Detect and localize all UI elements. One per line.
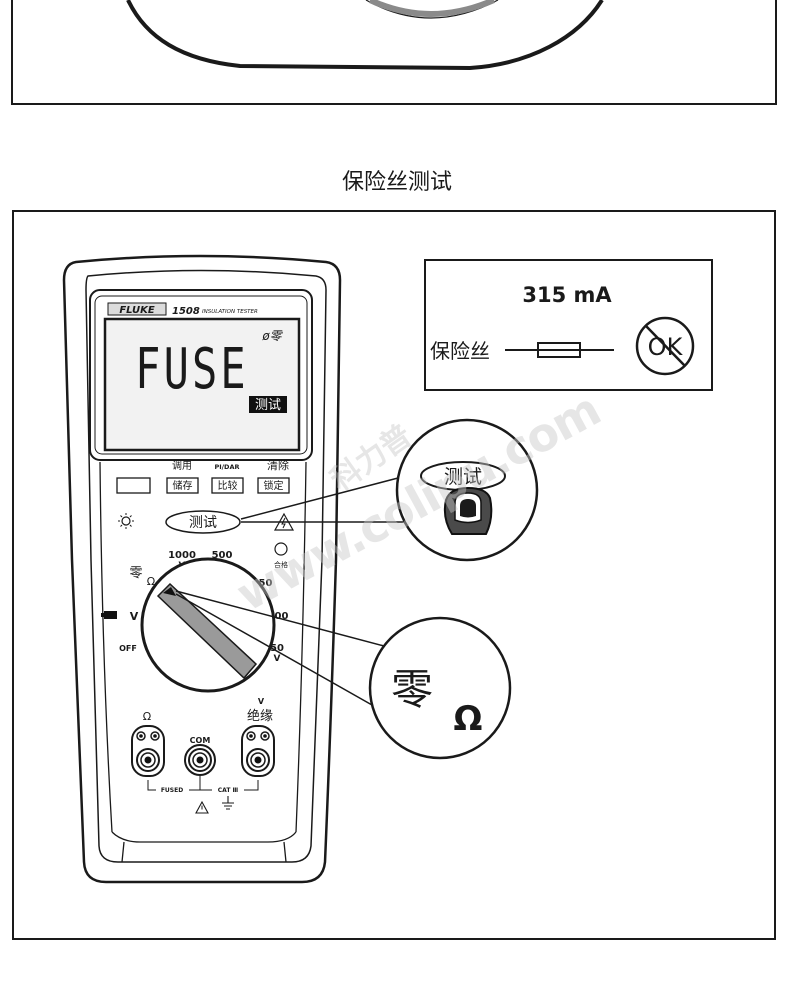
test-button-callout-lines bbox=[240, 477, 405, 523]
dial-label-1000: 1000 bbox=[168, 550, 196, 561]
figure-title: 保险丝测试 bbox=[342, 170, 452, 195]
warning-icon bbox=[195, 800, 209, 814]
pass-indicator-label: 合格 bbox=[274, 560, 288, 569]
previous-meter-outline bbox=[126, 0, 604, 71]
dial-label-off: OFF bbox=[119, 644, 137, 653]
meter-body bbox=[85, 269, 327, 863]
dial-label-ohm: Ω bbox=[147, 575, 155, 588]
meter-bottom-ledge bbox=[111, 831, 297, 843]
lock-button bbox=[257, 477, 290, 494]
cat-rating-label: CAT Ⅲ bbox=[218, 787, 239, 794]
store-button bbox=[166, 477, 199, 494]
fuse-symbol bbox=[505, 342, 614, 358]
dial-label-250: 250 bbox=[252, 578, 273, 589]
dial-label-500: 500 bbox=[212, 550, 233, 561]
not-ok-icon: OK bbox=[635, 316, 695, 376]
recall-label: 调用 bbox=[172, 460, 192, 472]
lcd-mode-label: 测试 bbox=[255, 398, 281, 413]
model-description: INSULATION TESTER bbox=[202, 309, 258, 315]
com-input-jack bbox=[184, 744, 216, 776]
meter-left-groove bbox=[99, 461, 113, 833]
previous-meter-arc bbox=[368, 0, 496, 17]
dial-pointer-tip bbox=[163, 587, 176, 596]
jack-label-ohm: Ω bbox=[143, 710, 151, 723]
test-callout-label: 测试 bbox=[444, 466, 482, 488]
fused-label: FUSED bbox=[161, 787, 183, 794]
lcd-reading: FUSE bbox=[135, 336, 249, 402]
compare-button bbox=[211, 477, 244, 494]
previous-figure-frame bbox=[11, 0, 777, 105]
lcd-zero-indicator: ø零 bbox=[261, 329, 283, 343]
insulation-input-jack bbox=[241, 725, 275, 777]
jack-bracket-lines bbox=[147, 776, 259, 791]
dial-label-battery-volt: V bbox=[130, 610, 139, 623]
figure-frame bbox=[12, 210, 776, 940]
brand-logo-box bbox=[107, 302, 167, 316]
fuse-rating: 315 mA bbox=[522, 283, 612, 307]
store-button-label: 储存 bbox=[173, 479, 193, 492]
dial-callout-circle bbox=[368, 616, 512, 760]
blank-button bbox=[116, 477, 151, 494]
compare-button-label: 比较 bbox=[218, 479, 238, 492]
battery-icon bbox=[101, 611, 117, 619]
dial-callout-zero: 零 bbox=[391, 665, 433, 714]
ground-icon bbox=[222, 796, 234, 810]
display-bezel-inner bbox=[94, 295, 308, 455]
fuse-panel: 315 mA 保险丝 OK bbox=[424, 259, 713, 391]
backlight-icon bbox=[118, 513, 134, 529]
dial-label-50: 50 bbox=[270, 643, 284, 654]
dial-pointer bbox=[156, 582, 258, 680]
lcd-screen bbox=[103, 317, 301, 452]
previous-figure-border bbox=[11, 0, 777, 105]
meter-right-groove bbox=[295, 461, 307, 833]
multimeter: FLUKE 1508 INSULATION TESTER FUSE ø零 测试 … bbox=[62, 254, 342, 884]
dial-callout-ohm: Ω bbox=[454, 699, 483, 739]
ohm-input-jack bbox=[131, 725, 165, 777]
dial-callout-lines bbox=[175, 590, 385, 706]
pass-indicator-icon bbox=[274, 542, 288, 556]
dial-label-zero: 零 bbox=[129, 566, 142, 581]
fuse-label: 保险丝 bbox=[430, 339, 490, 363]
model-number: 1508 bbox=[172, 306, 200, 317]
jack-label-volt: V bbox=[258, 697, 265, 706]
dial-label-50-unit: V bbox=[274, 654, 281, 664]
finger-icon bbox=[443, 486, 493, 535]
jack-label-insulation: 绝缘 bbox=[247, 708, 273, 724]
meter-foot bbox=[121, 841, 287, 863]
brand-logo: FLUKE bbox=[119, 305, 155, 316]
fuse-panel-border bbox=[424, 259, 713, 391]
dial-label-100: 100 bbox=[268, 611, 289, 622]
jack-label-com: COM bbox=[190, 736, 211, 745]
lcd-mode-badge bbox=[249, 396, 287, 413]
pi-dar-label: PI/DAR bbox=[215, 463, 240, 471]
test-button-label: 测试 bbox=[189, 515, 217, 531]
lock-button-label: 锁定 bbox=[264, 479, 284, 492]
test-button bbox=[165, 510, 241, 534]
dial-callout: 零 Ω bbox=[368, 616, 512, 760]
test-button-callout: 测试 bbox=[395, 418, 539, 562]
clear-label: 清除 bbox=[267, 458, 289, 472]
